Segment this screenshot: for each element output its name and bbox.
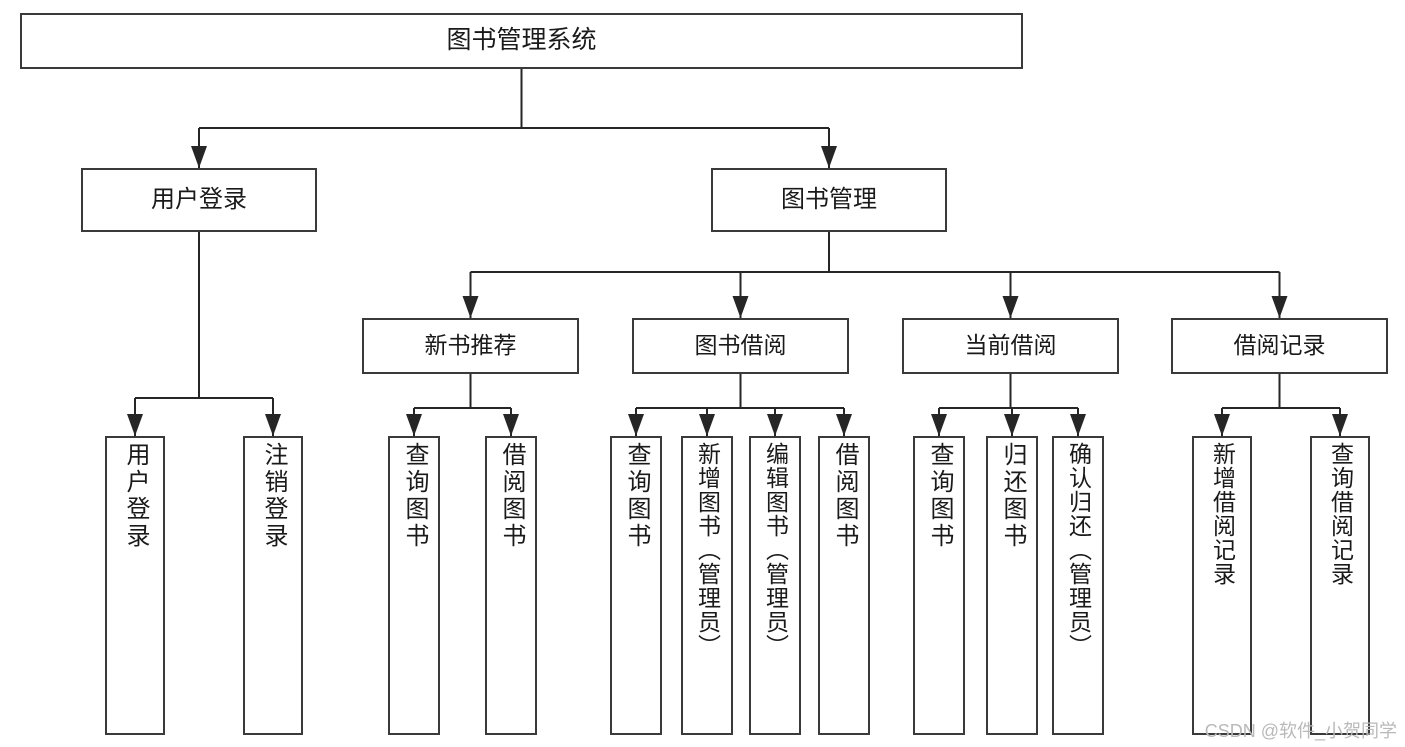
node-label: 用户登录 xyxy=(122,442,149,550)
node-leaf-query-book-1[interactable]: 查询图书 xyxy=(388,436,440,735)
node-label: 查询图书 xyxy=(401,442,428,550)
node-leaf-user-logout[interactable]: 注销登录 xyxy=(243,436,303,735)
node-leaf-return-book[interactable]: 归还图书 xyxy=(986,436,1038,735)
node-book-borrow[interactable]: 图书借阅 xyxy=(632,318,849,374)
node-label: 新书推荐 xyxy=(424,332,517,359)
node-book-manage[interactable]: 图书管理 xyxy=(711,168,947,232)
node-leaf-confirm-return[interactable]: 确认归还（管理员） xyxy=(1052,436,1104,735)
node-label: 借阅记录 xyxy=(1233,332,1326,359)
node-label: 归还图书 xyxy=(999,442,1026,550)
node-root[interactable]: 图书管理系统 xyxy=(20,13,1023,69)
node-label: 借阅图书 xyxy=(498,442,525,550)
node-label: 当前借阅 xyxy=(964,332,1057,359)
node-leaf-query-record[interactable]: 查询借阅记录 xyxy=(1310,436,1370,735)
node-label: 图书借阅 xyxy=(694,332,787,359)
node-label: 新增图书（管理员） xyxy=(694,442,721,658)
node-label: 图书管理系统 xyxy=(446,26,597,55)
node-label: 查询借阅记录 xyxy=(1327,442,1354,586)
node-current-borrow[interactable]: 当前借阅 xyxy=(902,318,1119,374)
node-label: 查询图书 xyxy=(623,442,650,550)
node-leaf-add-record[interactable]: 新增借阅记录 xyxy=(1192,436,1252,735)
node-leaf-edit-book[interactable]: 编辑图书（管理员） xyxy=(749,436,801,735)
node-leaf-borrow-book-2[interactable]: 借阅图书 xyxy=(818,436,870,735)
node-leaf-add-book[interactable]: 新增图书（管理员） xyxy=(681,436,733,735)
node-label: 新增借阅记录 xyxy=(1209,442,1236,586)
node-label: 注销登录 xyxy=(260,442,287,550)
node-borrow-record[interactable]: 借阅记录 xyxy=(1171,318,1388,374)
node-user-login[interactable]: 用户登录 xyxy=(81,168,317,232)
node-leaf-query-book-2[interactable]: 查询图书 xyxy=(610,436,662,735)
node-label: 借阅图书 xyxy=(831,442,858,550)
node-label: 图书管理 xyxy=(781,185,877,213)
node-label: 用户登录 xyxy=(151,185,247,213)
node-label: 查询图书 xyxy=(926,442,953,550)
node-leaf-user-login[interactable]: 用户登录 xyxy=(105,436,165,735)
node-label: 确认归还（管理员） xyxy=(1065,442,1092,658)
node-leaf-query-book-3[interactable]: 查询图书 xyxy=(913,436,965,735)
node-new-book-rec[interactable]: 新书推荐 xyxy=(362,318,579,374)
node-label: 编辑图书（管理员） xyxy=(762,442,789,658)
node-leaf-borrow-book-1[interactable]: 借阅图书 xyxy=(485,436,537,735)
